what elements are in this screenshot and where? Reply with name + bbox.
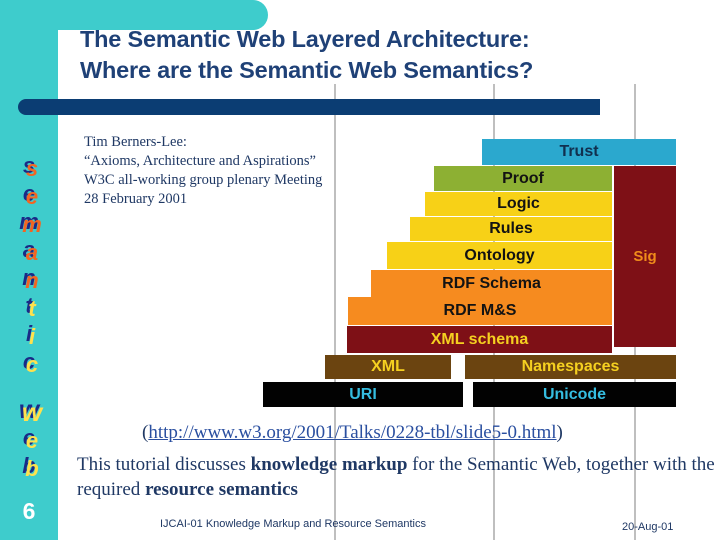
diagram-layer-label: XML: [371, 358, 405, 375]
diagram-layer-label: Sig: [633, 248, 657, 265]
letter-shadow: b: [22, 453, 36, 478]
diagram-layer-label: Unicode: [542, 385, 607, 403]
guide-line-1: [334, 84, 336, 540]
letter-shadow: n: [22, 265, 36, 290]
letter-face: m: [22, 212, 42, 237]
sidebar-letter: t t: [0, 292, 58, 321]
letter-face: e: [25, 184, 39, 209]
tutorial-emphasis-1: knowledge markup: [250, 454, 408, 475]
sidebar-letter: e e: [0, 424, 58, 453]
diagram-layer-proof: Proof: [434, 166, 612, 191]
diagram-layer-label: Trust: [559, 143, 599, 160]
title-underline-bar: [18, 99, 600, 115]
top-teal-accent-bar: [0, 0, 268, 30]
letter-face: b: [25, 456, 39, 481]
attribution-line-4: 28 February 2001: [84, 191, 188, 207]
diagram-layer-xml: XML: [325, 355, 451, 379]
diagram-layer-label: RDF M&S: [443, 302, 517, 319]
letter-shadow: e: [22, 181, 36, 206]
source-url-link[interactable]: http://www.w3.org/2001/Talks/0228-tbl/sl…: [148, 422, 557, 443]
letter-face: s: [25, 156, 39, 181]
letter-shadow: i: [25, 321, 33, 346]
diagram-layer-logic: Logic: [425, 192, 612, 216]
diagram-layer-label: Proof: [502, 169, 544, 187]
diagram-layer-label: Namespaces: [521, 358, 620, 375]
letter-shadow: a: [22, 237, 36, 262]
sidebar-letter: s s: [0, 152, 58, 181]
letter-face: c: [25, 352, 39, 377]
letter-face: t: [28, 296, 36, 321]
left-sidebar: [0, 0, 58, 540]
close-paren: ): [556, 422, 563, 443]
tutorial-emphasis-2: resource semantics: [145, 479, 298, 500]
page-title: The Semantic Web Layered Architecture: W…: [80, 24, 710, 86]
open-paren: (: [142, 422, 149, 443]
diagram-layer-uri: URI: [263, 382, 463, 407]
diagram-layer-label: Logic: [497, 195, 540, 212]
diagram-layer-xml-schema: XML schema: [347, 326, 612, 353]
diagram-layer-rdf-ms: RDF M&S: [348, 297, 612, 325]
diagram-layer-label: XML schema: [430, 330, 529, 348]
attribution-line-2: “Axioms, Architecture and Aspirations”: [84, 153, 316, 169]
sidebar-letter: w w: [0, 394, 58, 427]
sidebar-vertical-word-semantic: s s e e m m a a n n t t i i c c: [0, 152, 58, 481]
tutorial-description: This tutorial discusses knowledge markup…: [77, 452, 717, 502]
diagram-layer-unicode: Unicode: [473, 382, 676, 407]
letter-face: n: [25, 268, 39, 293]
letter-face: w: [21, 397, 43, 427]
footer-date: 20-Aug-01: [622, 521, 674, 533]
title-line-2: Where are the Semantic Web Semantics?: [80, 57, 534, 83]
letter-face: e: [25, 428, 39, 453]
letter-face: i: [28, 324, 36, 349]
attribution-line-1: Tim Berners-Lee:: [84, 134, 187, 150]
letter-shadow: c: [22, 349, 36, 374]
sidebar-letter: i i: [0, 320, 58, 349]
sidebar-letter: e e: [0, 180, 58, 209]
diagram-layer-label: Rules: [489, 220, 533, 237]
sidebar-letter: m m: [0, 208, 58, 237]
sidebar-letter: b b: [0, 452, 58, 481]
diagram-layer-sig: Sig: [614, 166, 676, 347]
letter-shadow: s: [22, 153, 36, 178]
letter-shadow: e: [22, 425, 36, 450]
tutorial-text-part-1: This tutorial discusses: [77, 454, 251, 475]
title-line-1: The Semantic Web Layered Architecture:: [80, 26, 530, 52]
diagram-layer-rules: Rules: [410, 217, 612, 241]
sidebar-letter: n n: [0, 264, 58, 293]
diagram-layer-label: URI: [349, 385, 377, 403]
letter-shadow: m: [19, 209, 39, 234]
sidebar-letter: c c: [0, 348, 58, 377]
footer-center-text: IJCAI-01 Knowledge Markup and Resource S…: [160, 518, 426, 530]
page-number: 6: [22, 498, 36, 524]
tutorial-text-part-2: for the Semantic Web, together with the …: [77, 454, 715, 500]
source-url-line: (http://www.w3.org/2001/Talks/0228-tbl/s…: [142, 422, 563, 444]
diagram-layer-namespaces: Namespaces: [465, 355, 676, 379]
diagram-layer-ontology: Ontology: [387, 242, 612, 269]
letter-face: a: [25, 240, 39, 265]
letter-shadow: t: [25, 293, 33, 318]
attribution-line-3: W3C all-working group plenary Meeting: [84, 172, 323, 188]
diagram-layer-label: Ontology: [464, 246, 535, 264]
diagram-layer-label: RDF Schema: [442, 274, 541, 292]
sidebar-letter: a a: [0, 236, 58, 265]
attribution-block: Tim Berners-Lee: “Axioms, Architecture a…: [84, 133, 384, 209]
diagram-layer-trust: Trust: [482, 139, 676, 165]
letter-shadow: w: [18, 394, 40, 424]
diagram-layer-rdf-schema: RDF Schema: [371, 270, 612, 297]
